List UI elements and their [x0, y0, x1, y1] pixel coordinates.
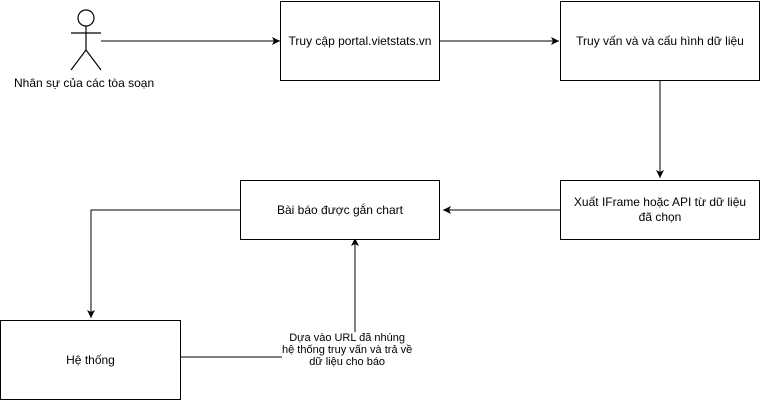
actor-left-leg — [70, 49, 87, 71]
edge-label-line-2: hệ thống truy vấn và trả về — [282, 344, 413, 356]
edge-label-line-3: dữ liệu cho báo — [309, 356, 386, 368]
edge-article-to-system — [87, 209, 240, 318]
edge-label-system-to-article: Dựa vào URL đã nhúng hệ thống truy vấn v… — [282, 332, 413, 368]
node-system: Hệ thống — [0, 320, 181, 400]
actor-label: Nhân sự của các tòa soạn — [14, 76, 155, 90]
node-system-label: Hệ thống — [66, 352, 115, 367]
actor-head — [77, 9, 95, 27]
node-query-config-label: Truy vấn và và cấu hình dữ liệu — [576, 33, 744, 48]
node-article: Bài báo được gắn chart — [240, 180, 440, 240]
node-article-label: Bài báo được gắn chart — [277, 202, 403, 217]
actor-figure — [70, 9, 102, 71]
node-query-config: Truy vấn và và cấu hình dữ liệu — [560, 1, 760, 81]
node-access-portal-label: Truy cập portal.vietstats.vn — [288, 33, 432, 48]
node-access-portal: Truy cập portal.vietstats.vn — [280, 1, 440, 81]
node-export-iframe-label: Xuất IFrame hoặc API từ dữ liệu đã chọn — [573, 195, 747, 224]
actor-right-leg — [85, 49, 102, 71]
node-export-iframe: Xuất IFrame hoặc API từ dữ liệu đã chọn — [560, 180, 760, 240]
edge-label-line-1: Dựa vào URL đã nhúng — [289, 332, 406, 344]
